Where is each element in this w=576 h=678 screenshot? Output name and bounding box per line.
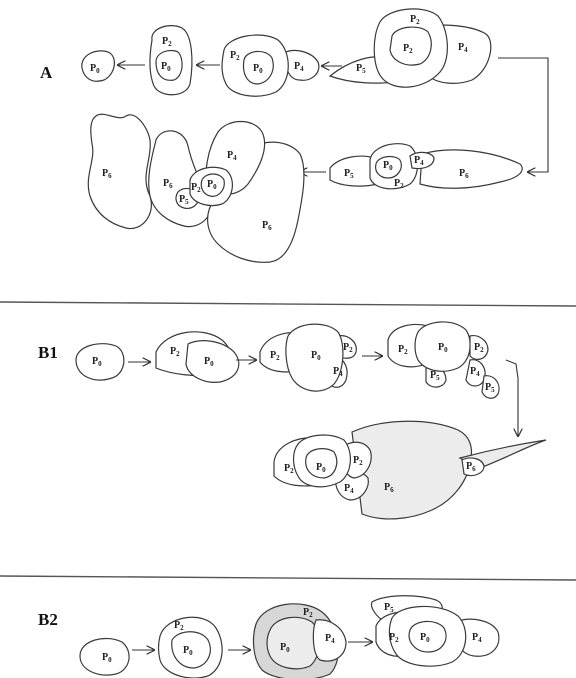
section-label-b2: B2 [38,610,58,629]
divider-a-b1 [0,302,576,306]
divider-b1-b2 [0,576,576,580]
stage-a3: P2 P0 P4 [222,35,319,96]
stage-b1-5: P2 P0 P2 P4 P6 P6 [274,421,546,519]
stage-b1-4: P2 P0 P2 P5 P4 P5 [388,322,499,398]
stage-b2-4: P5 P2 P0 P4 [371,596,498,666]
connector-a4-a5 [498,58,548,172]
stage-a6: P6 P6 P4 P2 P0 P5 P6 [88,114,304,262]
stage-b2-2: P2 P0 [159,617,223,678]
stage-b2-3: P2 P0 P4 [254,604,346,678]
stage-a4: P2 P2 P4 P5 [330,9,491,87]
stage-b1-2: P2 P0 [156,332,239,382]
connector-b1-4-5 [506,360,518,436]
stage-a1: P0 [82,51,115,81]
stage-a2: P2 P0 [150,26,192,95]
section-label-b1: B1 [38,343,58,362]
stage-a5: P0 P4 P2 P5 P6 [330,144,522,190]
stage-b2-1: P0 [80,638,129,675]
section-label-a: A [40,63,53,82]
stage-b1-3: P2 P0 P2 P4 [260,324,356,391]
stage-b1-1: P0 [76,344,124,380]
